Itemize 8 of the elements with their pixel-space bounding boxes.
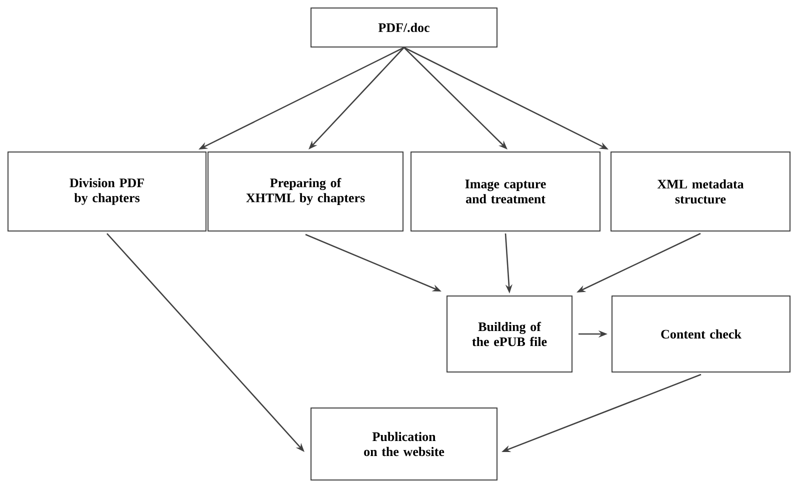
process-box: XML metadata structure [610, 152, 790, 232]
process-box: Image capture and treatment [410, 152, 600, 232]
process-box: Preparing of XHTML by chapters [208, 152, 404, 232]
process-box: Content check [612, 296, 790, 372]
process-box: Publication on the website [310, 408, 498, 480]
process-box: Division PDF by chapters [8, 152, 206, 232]
process-box: PDF/.doc [310, 8, 498, 48]
process-box: Building of the ePUB file [446, 296, 572, 372]
